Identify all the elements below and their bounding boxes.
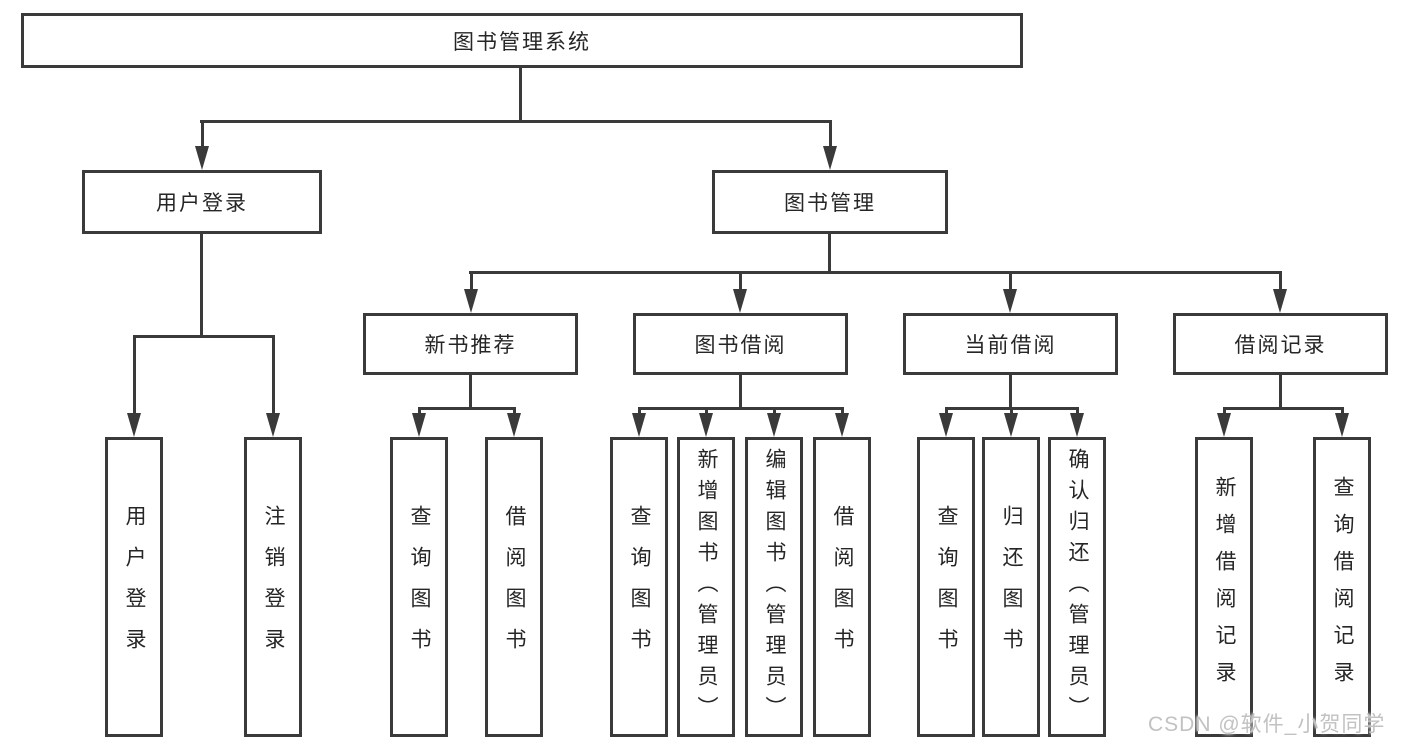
arrow-to-book-borrow: [733, 271, 747, 313]
connector-recommend-rail: [418, 407, 515, 410]
connector-book-management-stem: [828, 234, 831, 271]
leaf-recommend-query-books: 查询图书: [390, 437, 448, 737]
leaf-borrow-query-books: 查询图书: [610, 437, 668, 737]
leaf-borrow-borrow-books: 借阅图书: [813, 437, 871, 737]
watermark: CSDN @软件_小贺同学: [1148, 713, 1386, 736]
arrow-to-borrow-records: [1273, 271, 1287, 313]
leaf-logout: 注销登录: [244, 437, 302, 737]
connector-records-stem: [1279, 375, 1282, 407]
arrow-to-leaf-logout: [266, 335, 280, 437]
connector-borrow-stem: [739, 375, 742, 407]
arrow-borrow-edit: [767, 407, 781, 437]
arrow-current-return: [1004, 407, 1018, 437]
arrow-recommend-query: [412, 407, 426, 437]
connector-current-stem: [1009, 375, 1012, 407]
connector-recommend-stem: [469, 375, 472, 407]
arrow-to-user-login: [195, 120, 209, 170]
connector-root-rail: [200, 120, 832, 123]
connector-root-stem: [519, 68, 522, 120]
node-new-book-recommend: 新书推荐: [363, 313, 578, 375]
node-book-management: 图书管理: [712, 170, 948, 234]
arrow-to-current-borrow: [1003, 271, 1017, 313]
connector-borrow-rail: [638, 407, 843, 410]
leaf-add-book-admin: 新增图书（管理员）: [677, 437, 735, 737]
arrow-to-leaf-user-login: [127, 335, 141, 437]
connector-user-login-stem: [200, 234, 203, 335]
arrow-current-confirm: [1070, 407, 1084, 437]
connector-records-rail: [1223, 407, 1343, 410]
leaf-return-book: 归还图书: [982, 437, 1040, 737]
leaf-add-borrow-record: 新增借阅记录: [1195, 437, 1253, 737]
arrow-current-query: [939, 407, 953, 437]
arrow-records-query: [1335, 407, 1349, 437]
node-root: 图书管理系统: [21, 13, 1023, 68]
node-book-borrow: 图书借阅: [633, 313, 848, 375]
arrow-recommend-borrow: [507, 407, 521, 437]
node-user-login: 用户登录: [82, 170, 322, 234]
arrow-borrow-add: [699, 407, 713, 437]
node-borrow-records: 借阅记录: [1173, 313, 1388, 375]
connector-book-management-rail: [469, 271, 1281, 274]
leaf-recommend-borrow-books: 借阅图书: [485, 437, 543, 737]
leaf-current-query-books: 查询图书: [917, 437, 975, 737]
arrow-borrow-query: [632, 407, 646, 437]
arrow-borrow-borrow: [835, 407, 849, 437]
leaf-confirm-return-admin: 确认归还（管理员）: [1048, 437, 1106, 737]
connector-user-login-rail: [133, 335, 275, 338]
node-current-borrow: 当前借阅: [903, 313, 1118, 375]
arrow-records-add: [1217, 407, 1231, 437]
leaf-edit-book-admin: 编辑图书（管理员）: [745, 437, 803, 737]
arrow-to-new-book-recommend: [464, 271, 478, 313]
leaf-query-borrow-record: 查询借阅记录: [1313, 437, 1371, 737]
arrow-to-book-management: [823, 120, 837, 170]
leaf-user-login: 用户登录: [105, 437, 163, 737]
